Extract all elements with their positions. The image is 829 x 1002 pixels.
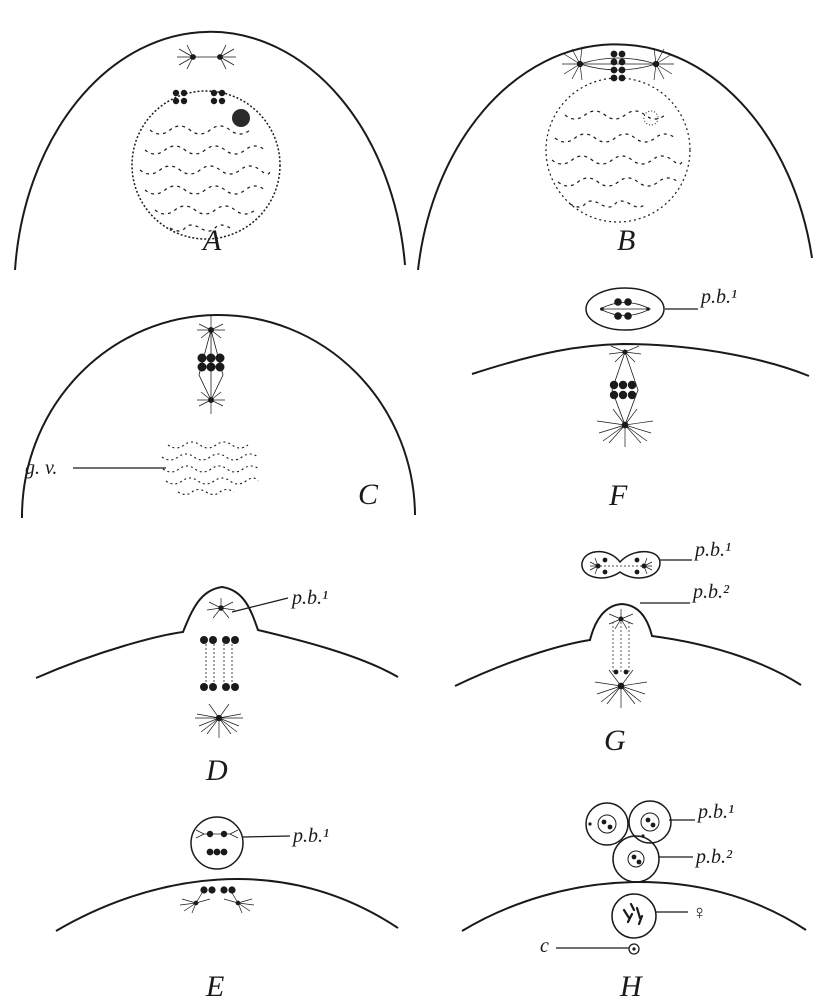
centrosome-h	[629, 944, 639, 954]
egg-surface-d	[36, 587, 398, 678]
first-maturation-spindle-b	[562, 48, 674, 81]
panel-letter-f: F	[608, 479, 628, 512]
panel-letter-d: D	[205, 754, 228, 787]
centrosome-pair-a	[177, 45, 236, 69]
panel-letter-g: G	[604, 724, 626, 757]
second-spindle-g	[595, 609, 647, 708]
chromatin-threads-b	[552, 111, 682, 207]
pb1-label-g: p.b.¹	[693, 539, 731, 561]
panel-letter-h: H	[619, 970, 644, 1002]
panel-e: p.b.¹ E	[56, 817, 398, 1002]
pb2-label-g: p.b.²	[691, 581, 730, 603]
panel-d: p.b.¹ D	[36, 587, 398, 787]
germinal-vesicle-remnant-c	[160, 430, 259, 496]
germinal-vesicle-a	[132, 45, 280, 239]
panel-f: p.b.¹ F	[472, 286, 809, 512]
female-pronucleus-h	[612, 894, 656, 938]
female-symbol-h: ♀	[692, 902, 707, 924]
nucleus-membrane-a	[132, 91, 280, 239]
egg-surface-e	[56, 879, 398, 931]
second-spindle-e	[180, 886, 254, 913]
centrosome-label-h: c	[540, 935, 549, 957]
pb1-label-f: p.b.¹	[699, 286, 737, 308]
panel-b: B	[418, 44, 812, 270]
gv-label: g. v.	[25, 457, 57, 479]
pb1-leader-e	[243, 836, 290, 837]
panel-letter-c: C	[358, 478, 379, 511]
panel-h: p.b.¹ p.b.² ♀ c H	[462, 801, 806, 1002]
nucleolus-a	[232, 109, 250, 127]
pb1-label-d: p.b.¹	[290, 587, 328, 609]
second-spindle-f	[597, 346, 653, 447]
egg-outline-c	[22, 315, 415, 518]
panel-a: A	[15, 32, 405, 270]
panel-g: p.b.¹ p.b.² G	[455, 539, 801, 757]
chromatin-threads-a	[140, 126, 270, 231]
first-spindle-c	[197, 316, 225, 414]
pb1-leader-d	[232, 598, 288, 612]
panel-letter-a: A	[201, 224, 222, 257]
panel-letter-e: E	[205, 970, 224, 1002]
germinal-vesicle-b	[546, 78, 690, 222]
nucleus-membrane-b	[546, 78, 690, 222]
panel-c: g. v. C	[22, 315, 415, 518]
second-polar-body-h	[613, 836, 659, 882]
pb2-label-h: p.b.²	[694, 846, 733, 868]
pb1-label-h: p.b.¹	[696, 801, 734, 823]
polar-body-pair-h	[586, 801, 671, 845]
panel-letter-b: B	[617, 224, 635, 257]
egg-surface-f	[472, 344, 809, 376]
pb1-label-e: p.b.¹	[291, 825, 329, 847]
egg-surface-h	[462, 882, 806, 931]
first-polar-body-dividing-g	[582, 552, 660, 578]
fading-nucleolus-b	[644, 111, 658, 125]
second-spindle-d	[195, 598, 243, 738]
first-polar-body-e	[191, 817, 243, 869]
first-polar-body-f	[586, 288, 664, 330]
